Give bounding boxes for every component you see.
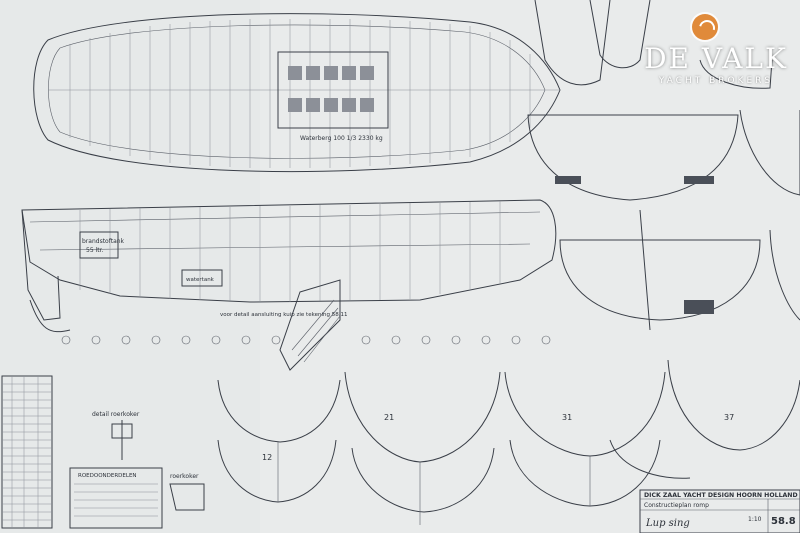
- rudder-detail-label: detail roerkoker: [92, 411, 140, 418]
- parts-table: ROEDOONDERDELEN detail roerkoker roerkok…: [1, 375, 205, 529]
- plan-view-hull: Waterberg 100 1/3 2330 kg: [33, 13, 561, 173]
- title-block: DICK ZAAL YACHT DESIGN HOORN HOLLAND Con…: [639, 489, 800, 533]
- section-31-label: 31: [562, 413, 572, 422]
- brand-subtitle: YACHT BROKERS: [658, 76, 774, 86]
- drawing-title: Constructieplan romp: [644, 502, 709, 509]
- section-37-label: 37: [724, 413, 734, 422]
- svg-text:Waterberg 100 1/3 2330 kg: Waterberg 100 1/3 2330 kg: [300, 135, 383, 142]
- bottom-sections: 12 31 21 37: [217, 359, 800, 525]
- detail-note-label: voor detail aansluiting kuip zie tekenin…: [220, 312, 347, 318]
- water-tank-label: watertank: [186, 277, 215, 283]
- fuel-tank-label: brandstoftank: [82, 238, 125, 245]
- brand-name: DE VALK: [644, 42, 788, 75]
- rudder-parts-label: ROEDOONDERDELEN: [78, 473, 137, 479]
- design-office: DICK ZAAL YACHT DESIGN HOORN HOLLAND: [644, 492, 798, 499]
- section-12-label: 12: [262, 453, 272, 462]
- top-right-sections: [527, 0, 800, 331]
- rudder-tube-label: roerkoker: [170, 473, 199, 480]
- profile-view-hull: brandstoftank 55 ltr. watertank voor det…: [21, 199, 557, 371]
- drawing-signature: Lup sing: [645, 518, 690, 529]
- section-21-label: 21: [384, 413, 394, 422]
- brand-watermark: DE VALK YACHT BROKERS: [636, 14, 796, 86]
- drawing-scale: 1:10: [748, 516, 762, 523]
- de-valk-logo-icon: [692, 14, 718, 40]
- drawing-number: 58.8: [771, 516, 796, 527]
- fuel-capacity-label: 55 ltr.: [86, 247, 103, 254]
